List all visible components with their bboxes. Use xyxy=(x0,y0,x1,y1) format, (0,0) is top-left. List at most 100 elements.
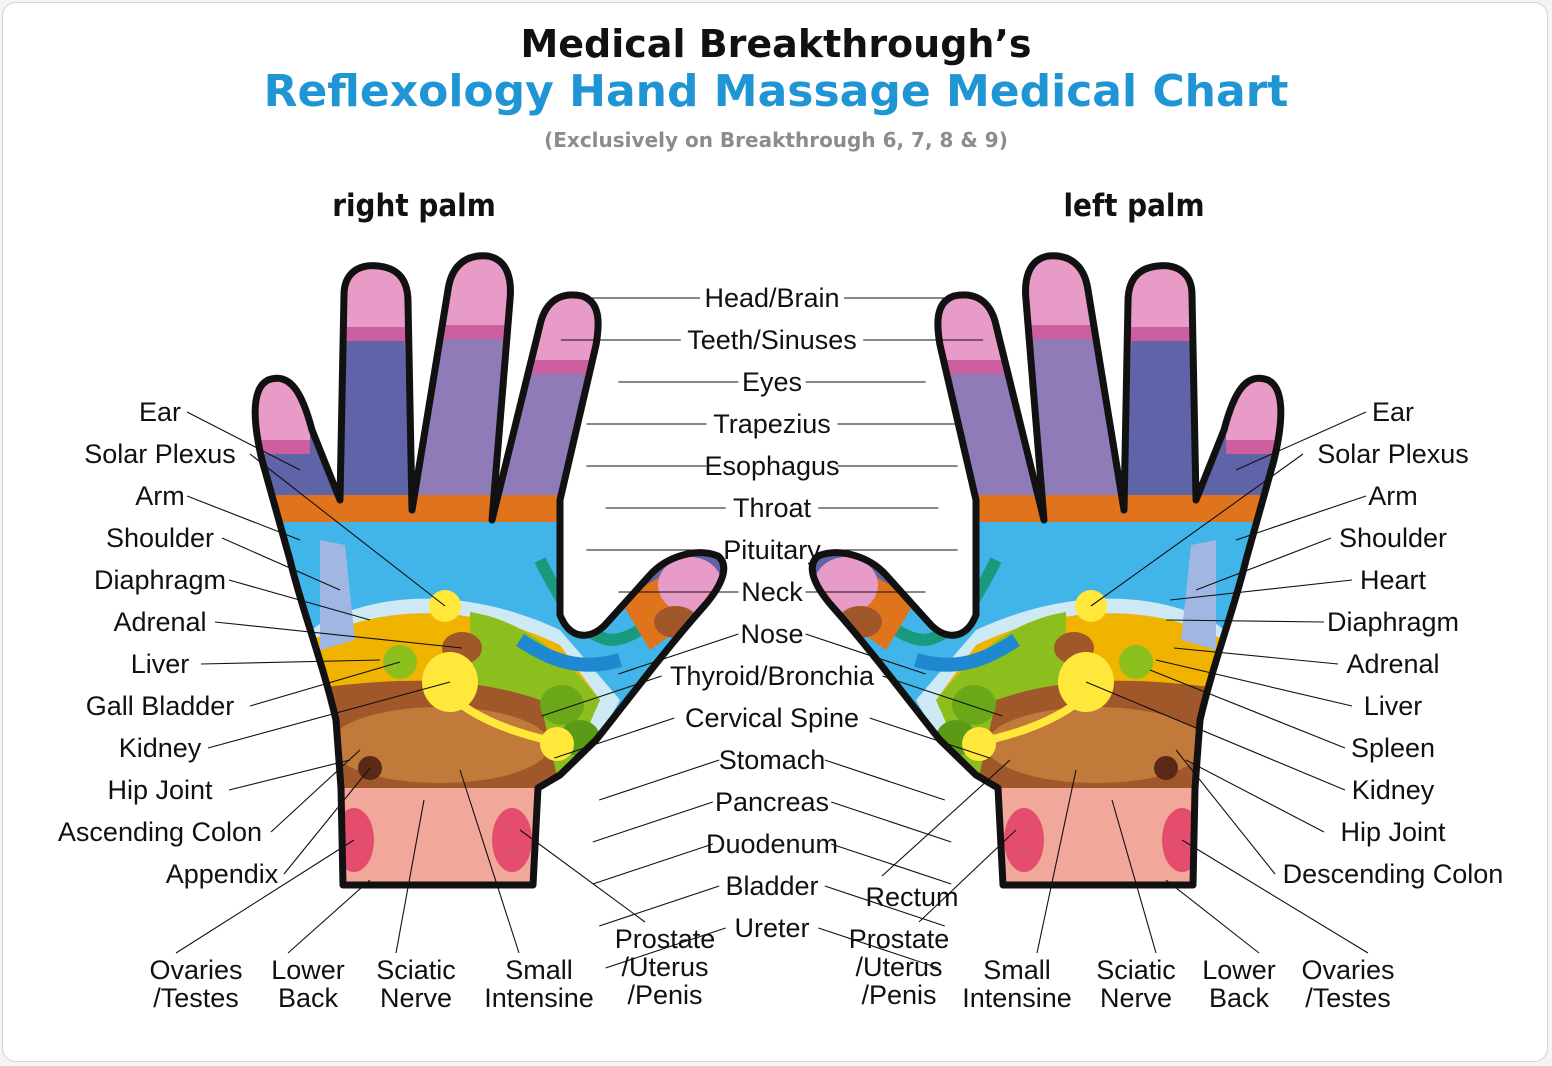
center-label: Ureter xyxy=(734,913,809,943)
leader-line xyxy=(1036,769,1077,954)
left-palm-side-label: Heart xyxy=(1360,565,1427,595)
left-palm-side-label: Solar Plexus xyxy=(1317,439,1469,469)
left-palm-side-label: Arm xyxy=(1368,481,1418,511)
leader-lines xyxy=(175,297,1369,969)
left-palm-heading: left palm xyxy=(1063,188,1205,224)
leader-line xyxy=(824,885,945,927)
right-palm-bottom-label: /Penis xyxy=(627,980,702,1010)
right-palm-side-label: Shoulder xyxy=(106,523,214,553)
leader-line xyxy=(395,799,425,954)
center-label: Neck xyxy=(741,577,803,607)
left-palm-side-label: Adrenal xyxy=(1346,649,1439,679)
leader-line xyxy=(824,759,945,801)
leader-line xyxy=(918,829,1017,923)
leader-line xyxy=(1173,647,1339,665)
left-palm-side-label: Descending Colon xyxy=(1283,859,1504,889)
left-palm-bottom-label: Nerve xyxy=(1100,983,1172,1013)
leader-line xyxy=(200,659,381,665)
right-palm-bottom-label: Intensine xyxy=(484,983,594,1013)
leader-line xyxy=(1195,537,1332,591)
right-palm-bottom-label: Ovaries xyxy=(149,955,242,985)
left-palm-side-label: Shoulder xyxy=(1339,523,1447,553)
center-label: Pancreas xyxy=(715,787,829,817)
leader-line xyxy=(599,885,720,927)
left-palm-side-label: Hip Joint xyxy=(1340,817,1446,847)
leader-line xyxy=(881,759,1011,877)
leader-line xyxy=(228,759,351,791)
leader-line xyxy=(818,927,939,969)
center-label: Thyroid/Bronchia xyxy=(670,661,875,691)
center-label: Duodenum xyxy=(706,829,838,859)
right-palm-side-label: Solar Plexus xyxy=(84,439,236,469)
leader-line xyxy=(1169,579,1353,601)
center-label: Rectum xyxy=(865,882,958,912)
leader-line xyxy=(618,633,739,675)
leader-line xyxy=(592,801,713,843)
right-palm-side-label: Hip Joint xyxy=(107,775,213,805)
center-label: Stomach xyxy=(719,745,826,775)
leader-line xyxy=(186,495,301,541)
right-palm-side-label: Ear xyxy=(139,397,181,427)
leader-line xyxy=(1085,681,1346,791)
left-palm-bottom-label: Lower xyxy=(1202,955,1276,985)
leader-line xyxy=(1175,749,1276,875)
right-palm-side-label: Arm xyxy=(135,481,185,511)
leader-line xyxy=(287,879,371,954)
right-palm-illustration xyxy=(240,240,740,900)
leader-line xyxy=(175,839,355,954)
leader-line xyxy=(207,681,451,749)
left-palm-bottom-label: Small xyxy=(983,955,1051,985)
center-label: Teeth/Sinuses xyxy=(687,325,857,355)
chart-title: Medical Breakthrough’s xyxy=(520,22,1032,66)
leader-line xyxy=(270,749,361,833)
leader-line xyxy=(882,675,1003,717)
right-palm-bottom-label: Lower xyxy=(271,955,345,985)
leader-line xyxy=(1165,879,1260,954)
right-palm-side-label: Liver xyxy=(131,649,190,679)
center-label: Head/Brain xyxy=(704,283,839,313)
diagram-labels: Head/BrainTeeth/SinusesEyesTrapeziusEsop… xyxy=(58,283,1503,1013)
leader-line xyxy=(599,759,720,801)
leader-line xyxy=(831,801,952,843)
leader-line xyxy=(541,675,662,717)
leader-line xyxy=(805,633,926,675)
right-palm-bottom-label: Small xyxy=(505,955,573,985)
center-label: Bladder xyxy=(725,871,818,901)
leader-line xyxy=(869,717,990,759)
leader-line xyxy=(1149,669,1346,749)
leader-line xyxy=(605,927,726,969)
left-palm-bottom-label: /Penis xyxy=(861,980,936,1010)
left-palm-side-label: Spleen xyxy=(1351,733,1435,763)
leader-line xyxy=(1235,495,1367,541)
leader-line xyxy=(1155,659,1353,707)
center-label: Esophagus xyxy=(704,451,839,481)
leader-line xyxy=(1235,411,1367,471)
left-palm-side-label: Diaphragm xyxy=(1327,607,1459,637)
left-palm-bottom-label: Intensine xyxy=(962,983,1072,1013)
right-palm-bottom-label: Back xyxy=(278,983,339,1013)
right-palm-side-label: Gall Bladder xyxy=(86,691,235,721)
leader-line xyxy=(214,621,463,649)
leader-line xyxy=(249,453,446,607)
left-palm-illustration xyxy=(796,240,1296,900)
center-label: Cervical Spine xyxy=(685,703,859,733)
leader-line xyxy=(228,579,371,621)
leader-line xyxy=(221,537,341,591)
chart-note: (Exclusively on Breakthrough 6, 7, 8 & 9… xyxy=(544,128,1008,152)
right-palm-side-label: Ascending Colon xyxy=(58,817,262,847)
leader-line xyxy=(186,411,301,471)
left-palm-side-label: Ear xyxy=(1372,397,1414,427)
left-palm-bottom-label: /Uterus xyxy=(855,952,942,982)
center-label: Eyes xyxy=(742,367,802,397)
left-palm-bottom-label: Back xyxy=(1209,983,1270,1013)
leader-line xyxy=(554,717,675,759)
leader-line xyxy=(1111,799,1157,954)
center-label: Trapezius xyxy=(713,409,831,439)
right-palm-side-label: Appendix xyxy=(166,859,279,889)
leader-line xyxy=(1185,759,1325,833)
right-palm-bottom-label: /Uterus xyxy=(621,952,708,982)
right-palm-heading: right palm xyxy=(332,188,496,224)
leader-line xyxy=(1181,839,1369,954)
